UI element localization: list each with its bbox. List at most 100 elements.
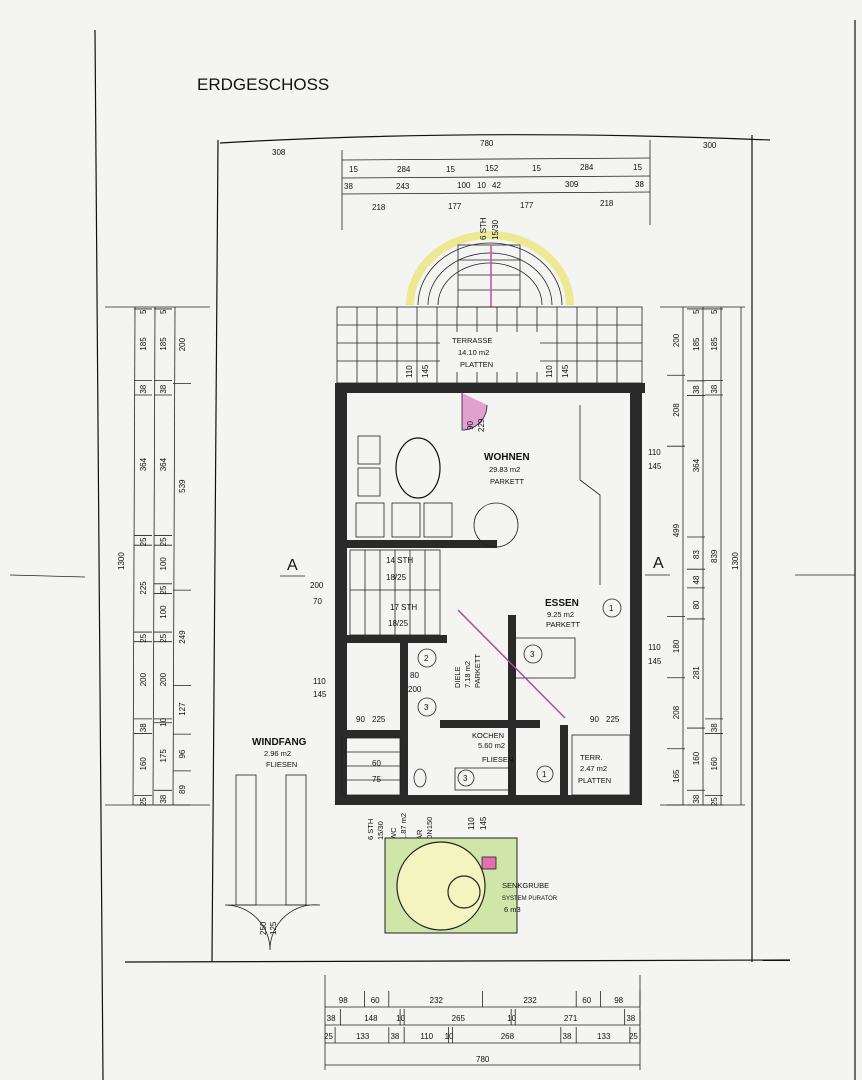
dimension-label: 38 bbox=[159, 794, 168, 803]
svg-text:A: A bbox=[287, 557, 298, 574]
walls bbox=[335, 383, 645, 805]
dimension-label: 38 bbox=[390, 1032, 399, 1041]
svg-text:TERR.: TERR. bbox=[580, 753, 603, 762]
svg-text:110: 110 bbox=[648, 448, 661, 457]
svg-text:284: 284 bbox=[580, 163, 594, 172]
room-wohnen: WOHNEN 29.83 m2 PARKETT 90 229 bbox=[355, 393, 601, 585]
svg-text:3: 3 bbox=[424, 703, 429, 712]
svg-text:PLATTEN: PLATTEN bbox=[460, 360, 493, 369]
svg-text:TERRASSE: TERRASSE bbox=[452, 336, 492, 345]
svg-text:110: 110 bbox=[545, 365, 554, 378]
svg-text:218: 218 bbox=[600, 199, 614, 208]
svg-text:ESSEN: ESSEN bbox=[545, 598, 579, 609]
svg-text:145: 145 bbox=[313, 690, 327, 699]
dimension-label: 5 bbox=[710, 309, 719, 314]
svg-text:DIELE: DIELE bbox=[453, 666, 462, 688]
dimension-label: 268 bbox=[501, 1032, 515, 1041]
svg-text:15: 15 bbox=[446, 165, 455, 174]
svg-text:10: 10 bbox=[477, 181, 486, 190]
dimension-label: 89 bbox=[178, 785, 187, 794]
svg-text:38: 38 bbox=[344, 182, 353, 191]
dimension-label: 25 bbox=[629, 1032, 638, 1041]
dimension-label: 200 bbox=[159, 672, 168, 686]
section-marks: A A bbox=[9, 555, 855, 578]
svg-text:9.25 m2: 9.25 m2 bbox=[547, 610, 574, 619]
svg-text:152: 152 bbox=[485, 164, 499, 173]
left-dimensions: 1300 51853836425225252003816025518538364… bbox=[105, 306, 210, 806]
dimension-label: 98 bbox=[614, 996, 623, 1005]
svg-text:17 STH: 17 STH bbox=[390, 603, 417, 612]
svg-text:177: 177 bbox=[448, 202, 462, 211]
dimension-label: 499 bbox=[672, 523, 681, 537]
svg-text:A: A bbox=[653, 555, 664, 572]
svg-text:200: 200 bbox=[310, 581, 324, 590]
svg-text:15/30: 15/30 bbox=[491, 219, 500, 240]
svg-text:KOCHEN: KOCHEN bbox=[472, 731, 504, 740]
svg-text:3: 3 bbox=[463, 774, 468, 783]
dimension-label: 98 bbox=[339, 996, 348, 1005]
svg-text:145: 145 bbox=[479, 816, 488, 830]
dimension-label: 839 bbox=[710, 549, 719, 563]
svg-text:145: 145 bbox=[421, 364, 430, 378]
window-labels: 110 145 110 145 110 145 110 145 200 70 bbox=[310, 364, 662, 666]
dimension-label: 38 bbox=[563, 1032, 572, 1041]
svg-text:DN150: DN150 bbox=[425, 817, 434, 840]
plan-title: ERDGESCHOSS bbox=[197, 75, 329, 94]
svg-text:125: 125 bbox=[269, 921, 278, 935]
dimension-label: 208 bbox=[672, 403, 681, 417]
svg-text:284: 284 bbox=[397, 165, 411, 174]
dimension-label: 225 bbox=[139, 581, 148, 595]
dimension-label: 38 bbox=[139, 723, 148, 732]
dimension-label: 10 bbox=[507, 1014, 516, 1023]
terrace-stair: 6 STH 15/30 bbox=[406, 217, 574, 308]
svg-text:FLIESEN: FLIESEN bbox=[482, 755, 513, 764]
terrace: TERRASSE 14.10 m2 PLATTEN bbox=[336, 306, 643, 384]
dimension-label: 364 bbox=[159, 457, 168, 471]
svg-text:1: 1 bbox=[609, 604, 614, 613]
dimension-label: 5 bbox=[159, 309, 168, 314]
dimension-label: 180 bbox=[672, 639, 681, 653]
svg-text:229: 229 bbox=[477, 418, 486, 432]
svg-text:18/25: 18/25 bbox=[386, 573, 407, 582]
dimension-label: 364 bbox=[139, 457, 148, 471]
room-terr: TERR. 2.47 m2 PLATTEN 90 225 bbox=[571, 715, 631, 796]
top-dimensions: 780 308 300 15 284 15 152 15 284 15 38 2… bbox=[272, 139, 717, 230]
svg-text:14 STH: 14 STH bbox=[386, 556, 413, 565]
dimension-label: 38 bbox=[327, 1014, 336, 1023]
dimension-label: 38 bbox=[710, 384, 719, 393]
svg-text:15/30: 15/30 bbox=[376, 821, 385, 840]
svg-text:100: 100 bbox=[457, 181, 471, 190]
dimension-label: 38 bbox=[626, 1014, 635, 1023]
svg-text:15: 15 bbox=[349, 165, 358, 174]
svg-text:75: 75 bbox=[372, 775, 381, 784]
svg-text:90: 90 bbox=[356, 715, 365, 724]
dimension-label: 48 bbox=[692, 575, 701, 584]
svg-text:145: 145 bbox=[561, 364, 570, 378]
dimension-label: 10 bbox=[159, 717, 168, 726]
dimension-label: 249 bbox=[178, 630, 187, 644]
svg-text:110: 110 bbox=[405, 365, 414, 378]
svg-text:145: 145 bbox=[648, 462, 662, 471]
svg-text:2.47 m2: 2.47 m2 bbox=[580, 764, 607, 773]
svg-text:2: 2 bbox=[424, 654, 429, 663]
svg-text:AR: AR bbox=[415, 829, 424, 840]
dimension-label: 25 bbox=[159, 585, 168, 594]
dimension-label: 208 bbox=[672, 705, 681, 719]
svg-text:60: 60 bbox=[372, 759, 381, 768]
svg-text:2.96 m2: 2.96 m2 bbox=[264, 749, 291, 758]
right-dimensions: 1300 20020849918020816551853836483488028… bbox=[660, 306, 745, 806]
dimension-label: 148 bbox=[364, 1014, 378, 1023]
svg-text:1300: 1300 bbox=[117, 552, 126, 570]
dimension-label: 232 bbox=[430, 996, 444, 1005]
dimension-label: 5 bbox=[139, 309, 148, 314]
svg-text:308: 308 bbox=[272, 148, 286, 157]
dimension-label: 200 bbox=[178, 337, 187, 351]
svg-text:FLIESEN: FLIESEN bbox=[266, 760, 297, 769]
dimension-label: 160 bbox=[692, 751, 701, 765]
room-windfang: WINDFANG 2.96 m2 FLIESEN 60 75 90 225 11… bbox=[252, 677, 401, 796]
svg-text:200: 200 bbox=[408, 685, 422, 694]
svg-text:90: 90 bbox=[590, 715, 599, 724]
dimension-label: 232 bbox=[523, 996, 537, 1005]
svg-text:309: 309 bbox=[565, 180, 579, 189]
svg-text:SYSTEM PURATOR: SYSTEM PURATOR bbox=[502, 896, 558, 902]
